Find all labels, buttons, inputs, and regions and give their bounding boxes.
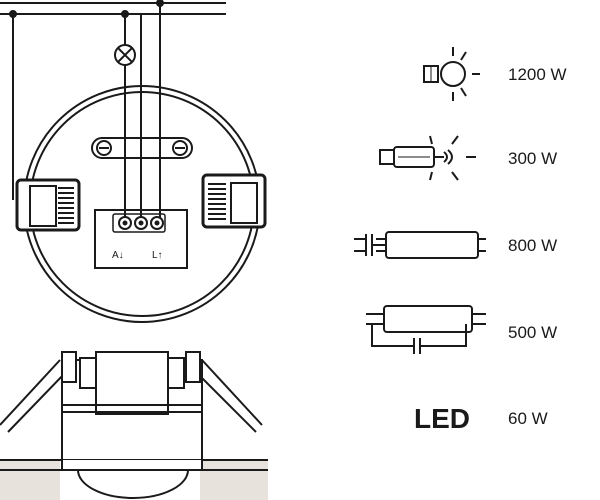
- mounting-clip-left: [15, 178, 81, 232]
- compact-fluorescent-icon: [366, 305, 486, 354]
- lamp-symbol: [114, 44, 136, 66]
- led-icon: LED: [414, 403, 470, 434]
- load-label: 1200 W: [508, 65, 567, 84]
- load-label: 60 W: [508, 409, 548, 428]
- mounting-clip-right: [201, 173, 267, 229]
- load-label: 800 W: [508, 236, 557, 255]
- sensor-side-view: [0, 351, 268, 500]
- load-label: 500 W: [508, 323, 557, 342]
- screw-icon: [134, 216, 148, 230]
- load-label: 300 W: [508, 149, 557, 168]
- screw-icon: [150, 216, 164, 230]
- screw-icon: [118, 216, 132, 230]
- screw-icon: [172, 140, 188, 156]
- screw-icon: [96, 140, 112, 156]
- sensor-wires: [12, 3, 161, 222]
- terminal-screws: [118, 216, 164, 230]
- terminal-label-l: L↑: [152, 250, 163, 261]
- halogen-lamp-icon: [379, 135, 476, 181]
- supply-wires: [0, 0, 226, 18]
- terminal-label-a: A↓: [112, 250, 124, 261]
- ceiling-board: [0, 460, 60, 500]
- incandescent-bulb-icon: [423, 47, 480, 101]
- load-list: 1200 W 300 W: [354, 47, 567, 434]
- fluorescent-tube-icon: [354, 231, 486, 259]
